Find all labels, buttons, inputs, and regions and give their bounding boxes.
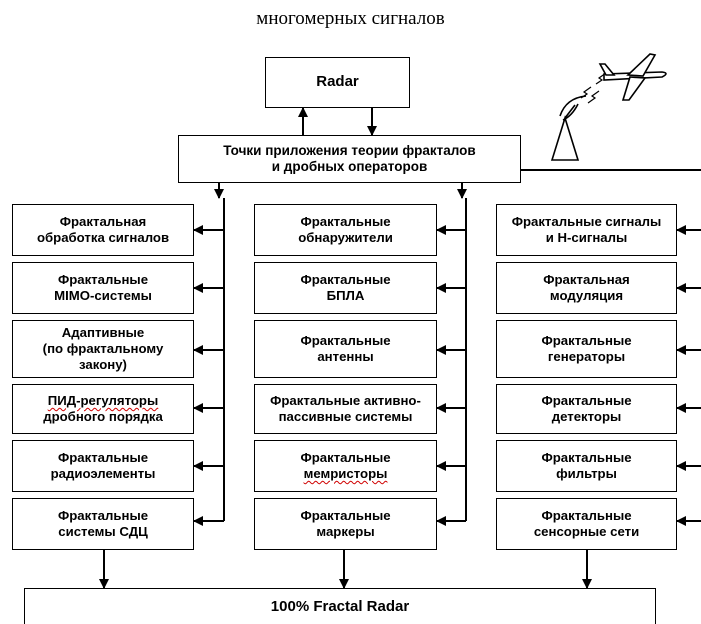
box-line: Фрактальные [541,449,632,465]
box-line: пассивные системы [278,409,413,424]
fractal-radar-label: 100% Fractal Radar [270,598,410,615]
box-line: Фрактальная [543,271,630,287]
fractal-theory-box: Точки приложения теории фракталов и дроб… [178,135,521,183]
box-line: сенсорные сети [533,524,640,539]
box-line: дробного порядка [43,409,163,424]
caption-text: многомерных сигналов [256,8,445,29]
radar-box: Radar [265,57,410,108]
signal-waves-icon [580,72,607,104]
box-line: Фрактальная [59,213,147,229]
box-line: Фрактальные [300,213,391,229]
box-line: Фрактальные [541,392,632,408]
box-line: Фрактальные [300,449,391,465]
box-line: ПИД-регуляторы [47,392,159,408]
box-line: и H-сигналы [545,230,628,245]
radar-antenna-icon [550,95,587,161]
box-line: закону) [79,357,127,373]
box-line: (по фрактальному [42,340,164,356]
box-line: Фрактальные активно- [270,392,421,408]
box-line: фильтры [556,466,617,481]
box-line: генераторы [547,349,626,364]
fractal-radar-box: 100% Fractal Radar [24,588,656,624]
radar-label: Radar [316,73,359,91]
box-line: Фрактальные [57,449,149,465]
box-line: Фрактальные [541,507,632,523]
box-line: Фрактальные [57,271,149,287]
middle-box-active-passive: Фрактальные активно-пассивные системы [254,384,437,434]
box-line: Фрактальные [300,271,391,287]
box-line: маркеры [316,524,375,539]
box-line: обнаружители [298,230,393,245]
box-line: радиоэлементы [50,466,156,481]
box-line: Фрактальные [300,332,391,348]
fractal-theory-line1: Точки приложения теории фракталов [223,142,476,158]
fractal-theory-line2: и дробных операторов [271,159,428,174]
box-line: Фрактальные сигналы [511,213,662,229]
box-line: MIMO-системы [54,288,152,303]
box-line: системы СДЦ [58,524,148,539]
aircraft-icon [598,53,667,101]
box-line: антенны [317,349,374,364]
box-line: БПЛА [326,288,365,303]
box-line: Адаптивные [61,324,145,340]
box-line: обработка сигналов [36,230,170,245]
box-line: Фрактальные [541,332,632,348]
box-line: мемристоры [303,466,388,481]
box-line: модуляция [549,288,624,303]
box-line: Фрактальные [57,507,149,523]
box-line: детекторы [551,409,622,424]
box-line: Фрактальные [300,507,391,523]
